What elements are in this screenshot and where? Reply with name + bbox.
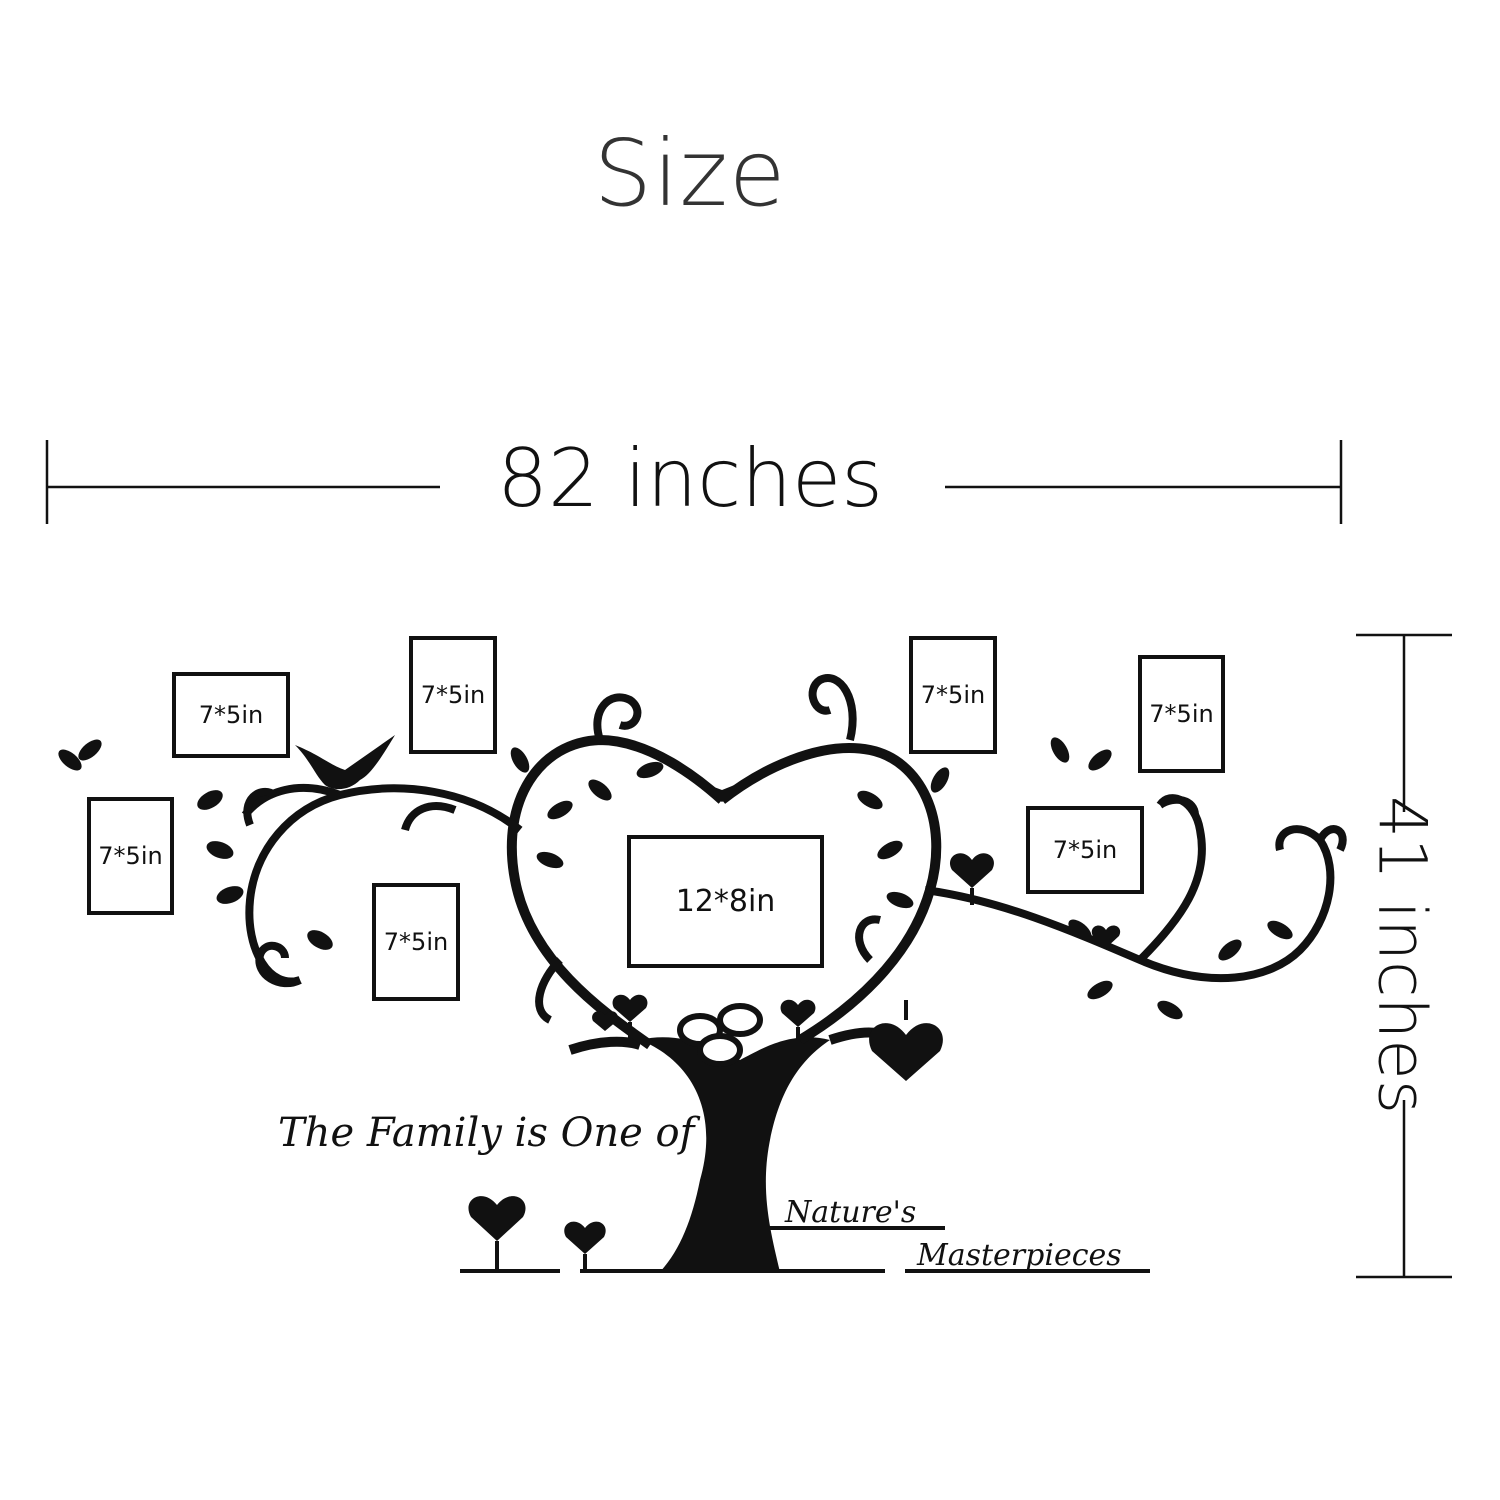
page-title: Size xyxy=(593,120,787,227)
photo-frame-right-middle: 7*5in xyxy=(1026,806,1144,894)
width-dimension-line xyxy=(45,440,1343,524)
quote-line-3: Masterpieces xyxy=(917,1238,1122,1273)
bird xyxy=(295,735,395,790)
curls xyxy=(243,674,1347,1024)
photo-frame-left-upper: 7*5in xyxy=(409,636,497,754)
photo-frame-left-top: 7*5in xyxy=(172,672,290,758)
leaves xyxy=(58,737,1293,1020)
photo-frame-right-far: 7*5in xyxy=(1138,655,1225,773)
heart-stems xyxy=(495,888,974,1271)
photo-frame-left-far: 7*5in xyxy=(87,797,174,915)
photo-frame-left-lower: 7*5in xyxy=(372,883,460,1001)
height-dimension-label: 41 inches xyxy=(1363,795,1441,1115)
quote-line-1: The Family is One of xyxy=(278,1110,695,1156)
heart-canopy xyxy=(506,734,942,1050)
ground-lines xyxy=(460,1226,1150,1273)
photo-frame-right-upper: 7*5in xyxy=(909,636,997,754)
width-dimension-label: 82 inches xyxy=(497,432,883,525)
nest-eggs xyxy=(677,1003,763,1067)
heart-top-notch xyxy=(690,778,752,802)
height-dimension-line xyxy=(1356,633,1452,1279)
quote-line-2: Nature's xyxy=(785,1195,917,1230)
tree-trunk xyxy=(640,1037,830,1272)
photo-frame-center: 12*8in xyxy=(627,835,824,968)
hearts xyxy=(468,853,1121,1254)
